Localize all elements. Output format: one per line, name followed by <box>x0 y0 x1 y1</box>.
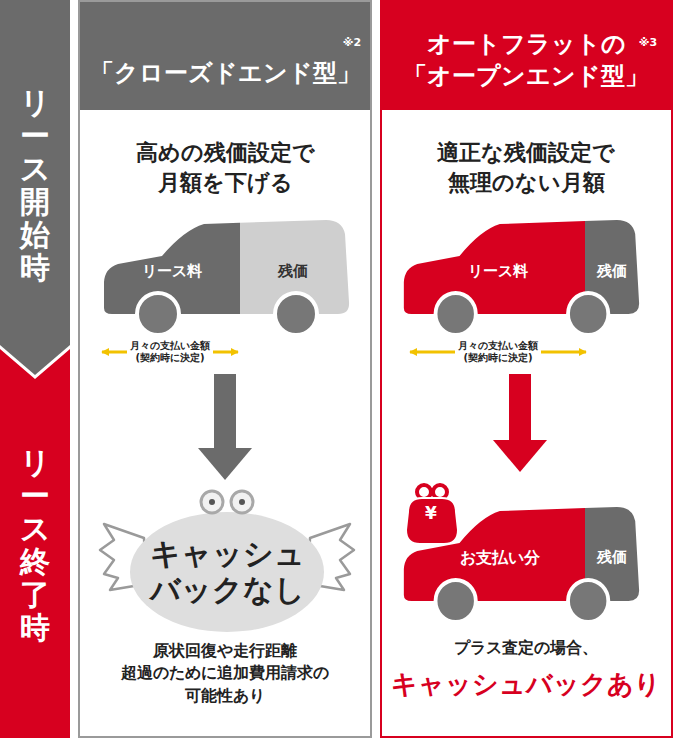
wheel <box>436 293 476 335</box>
wallet-clasp <box>231 491 253 513</box>
dimension-arrow <box>102 351 238 354</box>
node-text: 残価 <box>586 548 638 566</box>
node-text: リース料 <box>453 262 543 280</box>
dimension-label: 月々の支払い金額 (契約時に決定) <box>127 340 213 364</box>
car-lease-part <box>404 220 585 314</box>
node-text: ※3 <box>637 36 659 49</box>
clasp-dot <box>209 499 215 505</box>
car-illustration: リース料 残価 <box>100 210 350 374</box>
band-shape <box>0 0 70 375</box>
node-shape <box>400 210 640 374</box>
wallet-clasp <box>201 491 223 513</box>
dimension-label: 月々の支払い金額 (契約時に決定) <box>455 340 541 364</box>
node-text: 高めの残価設定で 月額を下げる <box>115 138 335 197</box>
node-shape <box>80 2 370 110</box>
car-body <box>404 220 639 335</box>
wallet-clasp <box>417 485 431 499</box>
node-text: オートフラットの 「オープンエンド型」 <box>401 28 651 93</box>
wheel <box>568 293 608 335</box>
wheel <box>436 580 476 622</box>
node-text: キャッシュバックあり <box>385 668 667 702</box>
node-text: プラス査定の場合、 <box>426 638 626 659</box>
wheel <box>275 293 317 335</box>
arrow-shaft <box>214 374 236 449</box>
down-arrow <box>198 374 252 480</box>
node-text: 「クローズドエンド型」 <box>90 58 360 89</box>
column-header: オートフラットの 「オープンエンド型」※3 <box>382 2 671 110</box>
arrow-head <box>493 440 547 472</box>
arrow-head <box>198 448 252 480</box>
node-text: ※2 <box>341 36 363 49</box>
phase-band: リース開始時 <box>0 0 70 375</box>
wallet-body <box>406 498 458 544</box>
wallet-body <box>130 512 324 632</box>
column-panel: 「クローズドエンド型」 ※2 リース料 残価キャッシュ バックなし 高めの残価設定で 月… <box>78 0 372 738</box>
column-panel: オートフラットの 「オープンエンド型」※3リース料残価お支払い分残価適正な残価設… <box>380 0 673 738</box>
dimension-arrow <box>410 351 586 354</box>
wheel <box>568 580 608 622</box>
node-text: 残価 <box>263 262 323 280</box>
down-arrow <box>493 374 547 472</box>
node-text: リース料 <box>127 262 217 280</box>
node-text: お支払い分 <box>445 548 555 567</box>
car-illustration: リース料 残価 <box>400 210 640 374</box>
wallet-no-cashback: キャッシュ バックなし <box>100 480 354 632</box>
node-text: 残価 <box>586 262 638 280</box>
node-text: リース終了時 <box>20 446 50 644</box>
node-text: 適正な残価設定で 無理のない月額 <box>416 138 636 197</box>
clasp-dot <box>239 499 245 505</box>
node-shape <box>382 2 671 736</box>
band-shape <box>0 349 70 738</box>
wallet-clasp <box>433 485 447 499</box>
column-header: 「クローズドエンド型」 ※2 <box>80 2 370 110</box>
node-shape <box>100 210 350 374</box>
wallet-icon <box>406 485 458 544</box>
wheel <box>137 293 179 335</box>
car-after-lease: お支払い分 残価 <box>400 472 640 632</box>
node-text: キャッシュ バックなし <box>134 536 320 608</box>
phase-band: リース終了時 <box>0 349 70 738</box>
node-text: 原状回復や走行距離 超過のために追加費用請求の 可能性あり <box>95 640 355 707</box>
node-text: リース開始時 <box>20 86 50 284</box>
arrow-shaft <box>509 374 531 441</box>
car-body <box>104 220 349 335</box>
